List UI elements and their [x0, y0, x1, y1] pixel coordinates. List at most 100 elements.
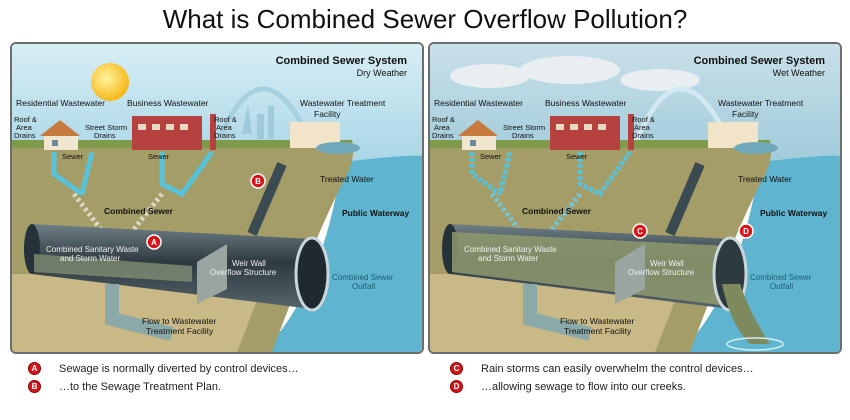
label-public-waterway: Public Waterway [342, 208, 410, 218]
label-sewer-1: Sewer [62, 152, 84, 161]
label-sewer-1: Sewer [480, 152, 502, 161]
legend-marker-a: A [28, 362, 41, 375]
legend-marker-d: D [450, 380, 463, 393]
label-weir-1: Weir Wall [650, 259, 684, 268]
sewage-flow [452, 232, 728, 306]
label-residential: Residential Wastewater [434, 98, 523, 108]
label-sewer-2: Sewer [566, 152, 588, 161]
label-business: Business Wastewater [545, 98, 627, 108]
arch [214, 86, 315, 146]
marker-b-letter: B [255, 177, 261, 186]
legend-text-d: …allowing sewage to flow into our creeks… [481, 380, 686, 393]
business-building [132, 116, 202, 150]
label-roof-right-2: Area [216, 123, 233, 132]
label-outfall-2: Outfall [770, 282, 793, 291]
window [138, 124, 146, 130]
marker-c-letter: C [637, 227, 643, 236]
cloud-icon [520, 56, 620, 84]
window [166, 124, 174, 130]
window [556, 124, 564, 130]
treatment-tank [734, 142, 778, 154]
legend-text-b: …to the Sewage Treatment Plan. [59, 380, 222, 393]
label-sanitary-2: and Storm Water [60, 254, 121, 263]
treatment-tank [316, 142, 360, 154]
window [152, 124, 160, 130]
treatment-outflow-pipe [247, 162, 287, 236]
legend-text-a: Sewage is normally diverted by control d… [59, 362, 299, 375]
marker-a-letter: A [151, 238, 157, 247]
dry-weather-panel: Combined Sewer System Dry Weather Reside… [10, 42, 424, 354]
page-title: What is Combined Sewer Overflow Pollutio… [162, 4, 688, 34]
house [462, 136, 496, 150]
legend-item-d: D …allowing sewage to flow into our cree… [450, 380, 686, 393]
flow-to-treatment-pipe [523, 284, 592, 341]
label-sewer-2: Sewer [148, 152, 170, 161]
label-combined-sewer: Combined Sewer [522, 206, 592, 216]
label-roof-left-1: Roof & [432, 115, 455, 124]
label-outfall-1: Combined Sewer [750, 273, 812, 282]
legend-marker-c: C [450, 362, 463, 375]
house [44, 136, 78, 150]
drain-pipes [469, 150, 633, 198]
label-street-1: Street Storm [503, 123, 545, 132]
label-flow-1: Flow to Wastewater [560, 316, 634, 326]
treatment-outflow-pipe [665, 162, 705, 236]
panel-heading: Combined Sewer System [694, 55, 826, 67]
house-roof [458, 120, 498, 136]
window [180, 124, 188, 130]
label-roof-right-3: Drains [214, 131, 236, 140]
label-weir-1: Weir Wall [232, 259, 266, 268]
panel-condition: Wet Weather [773, 68, 825, 78]
marker-a: A [146, 234, 162, 250]
label-roof-right-2: Area [634, 123, 651, 132]
weir-wall [197, 244, 227, 304]
label-treatment-2: Facility [732, 109, 759, 119]
label-treatment-1: Wastewater Treatment [300, 98, 386, 108]
pipe-outfall-end [294, 236, 330, 312]
sun-icon [91, 63, 129, 101]
chimney [628, 114, 634, 150]
flow-to-treatment-pipe [105, 284, 174, 341]
label-street-1: Street Storm [85, 123, 127, 132]
marker-c: C [632, 223, 648, 239]
panel-condition: Dry Weather [357, 68, 407, 78]
marker-b: B [250, 173, 266, 189]
label-flow-2: Treatment Facility [146, 326, 214, 336]
label-roof-left-2: Area [434, 123, 451, 132]
label-combined-sewer: Combined Sewer [104, 206, 174, 216]
legend-text-c: Rain storms can easily overwhelm the con… [481, 362, 754, 375]
label-roof-right-3: Drains [632, 131, 654, 140]
label-roof-left-3: Drains [14, 131, 36, 140]
cloud-icon [450, 64, 530, 88]
label-sanitary-1: Combined Sanitary Waste [464, 245, 557, 254]
label-outfall-2: Outfall [352, 282, 375, 291]
sewer-lines [490, 192, 582, 246]
panel-heading: Combined Sewer System [276, 55, 408, 67]
sewage-flow [34, 254, 192, 282]
splash-ripple [726, 337, 784, 351]
legend-item-c: C Rain storms can easily overwhelm the c… [450, 362, 754, 375]
drain-pipes [51, 150, 215, 198]
marker-d: D [738, 223, 754, 239]
label-outfall-1: Combined Sewer [332, 273, 394, 282]
wet-weather-diagram: Combined Sewer System Wet Weather Reside… [430, 44, 840, 352]
legend-marker-b: B [28, 380, 41, 393]
chimney [210, 114, 216, 150]
house-roof [40, 120, 80, 136]
window [570, 124, 578, 130]
marker-d-letter: D [743, 227, 749, 236]
label-treatment-1: Wastewater Treatment [718, 98, 804, 108]
label-street-2: Drains [512, 131, 534, 140]
house-window [470, 140, 476, 146]
label-weir-2: Overflow Structure [210, 268, 277, 277]
label-flow-2: Treatment Facility [564, 326, 632, 336]
label-public-waterway: Public Waterway [760, 208, 828, 218]
weir-wall [615, 244, 645, 304]
window [598, 124, 606, 130]
label-weir-2: Overflow Structure [628, 268, 695, 277]
window [584, 124, 592, 130]
label-treatment-2: Facility [314, 109, 341, 119]
sewer-lines [72, 192, 164, 246]
legend-item-b: B …to the Sewage Treatment Plan. [28, 380, 221, 393]
label-flow-1: Flow to Wastewater [142, 316, 216, 326]
